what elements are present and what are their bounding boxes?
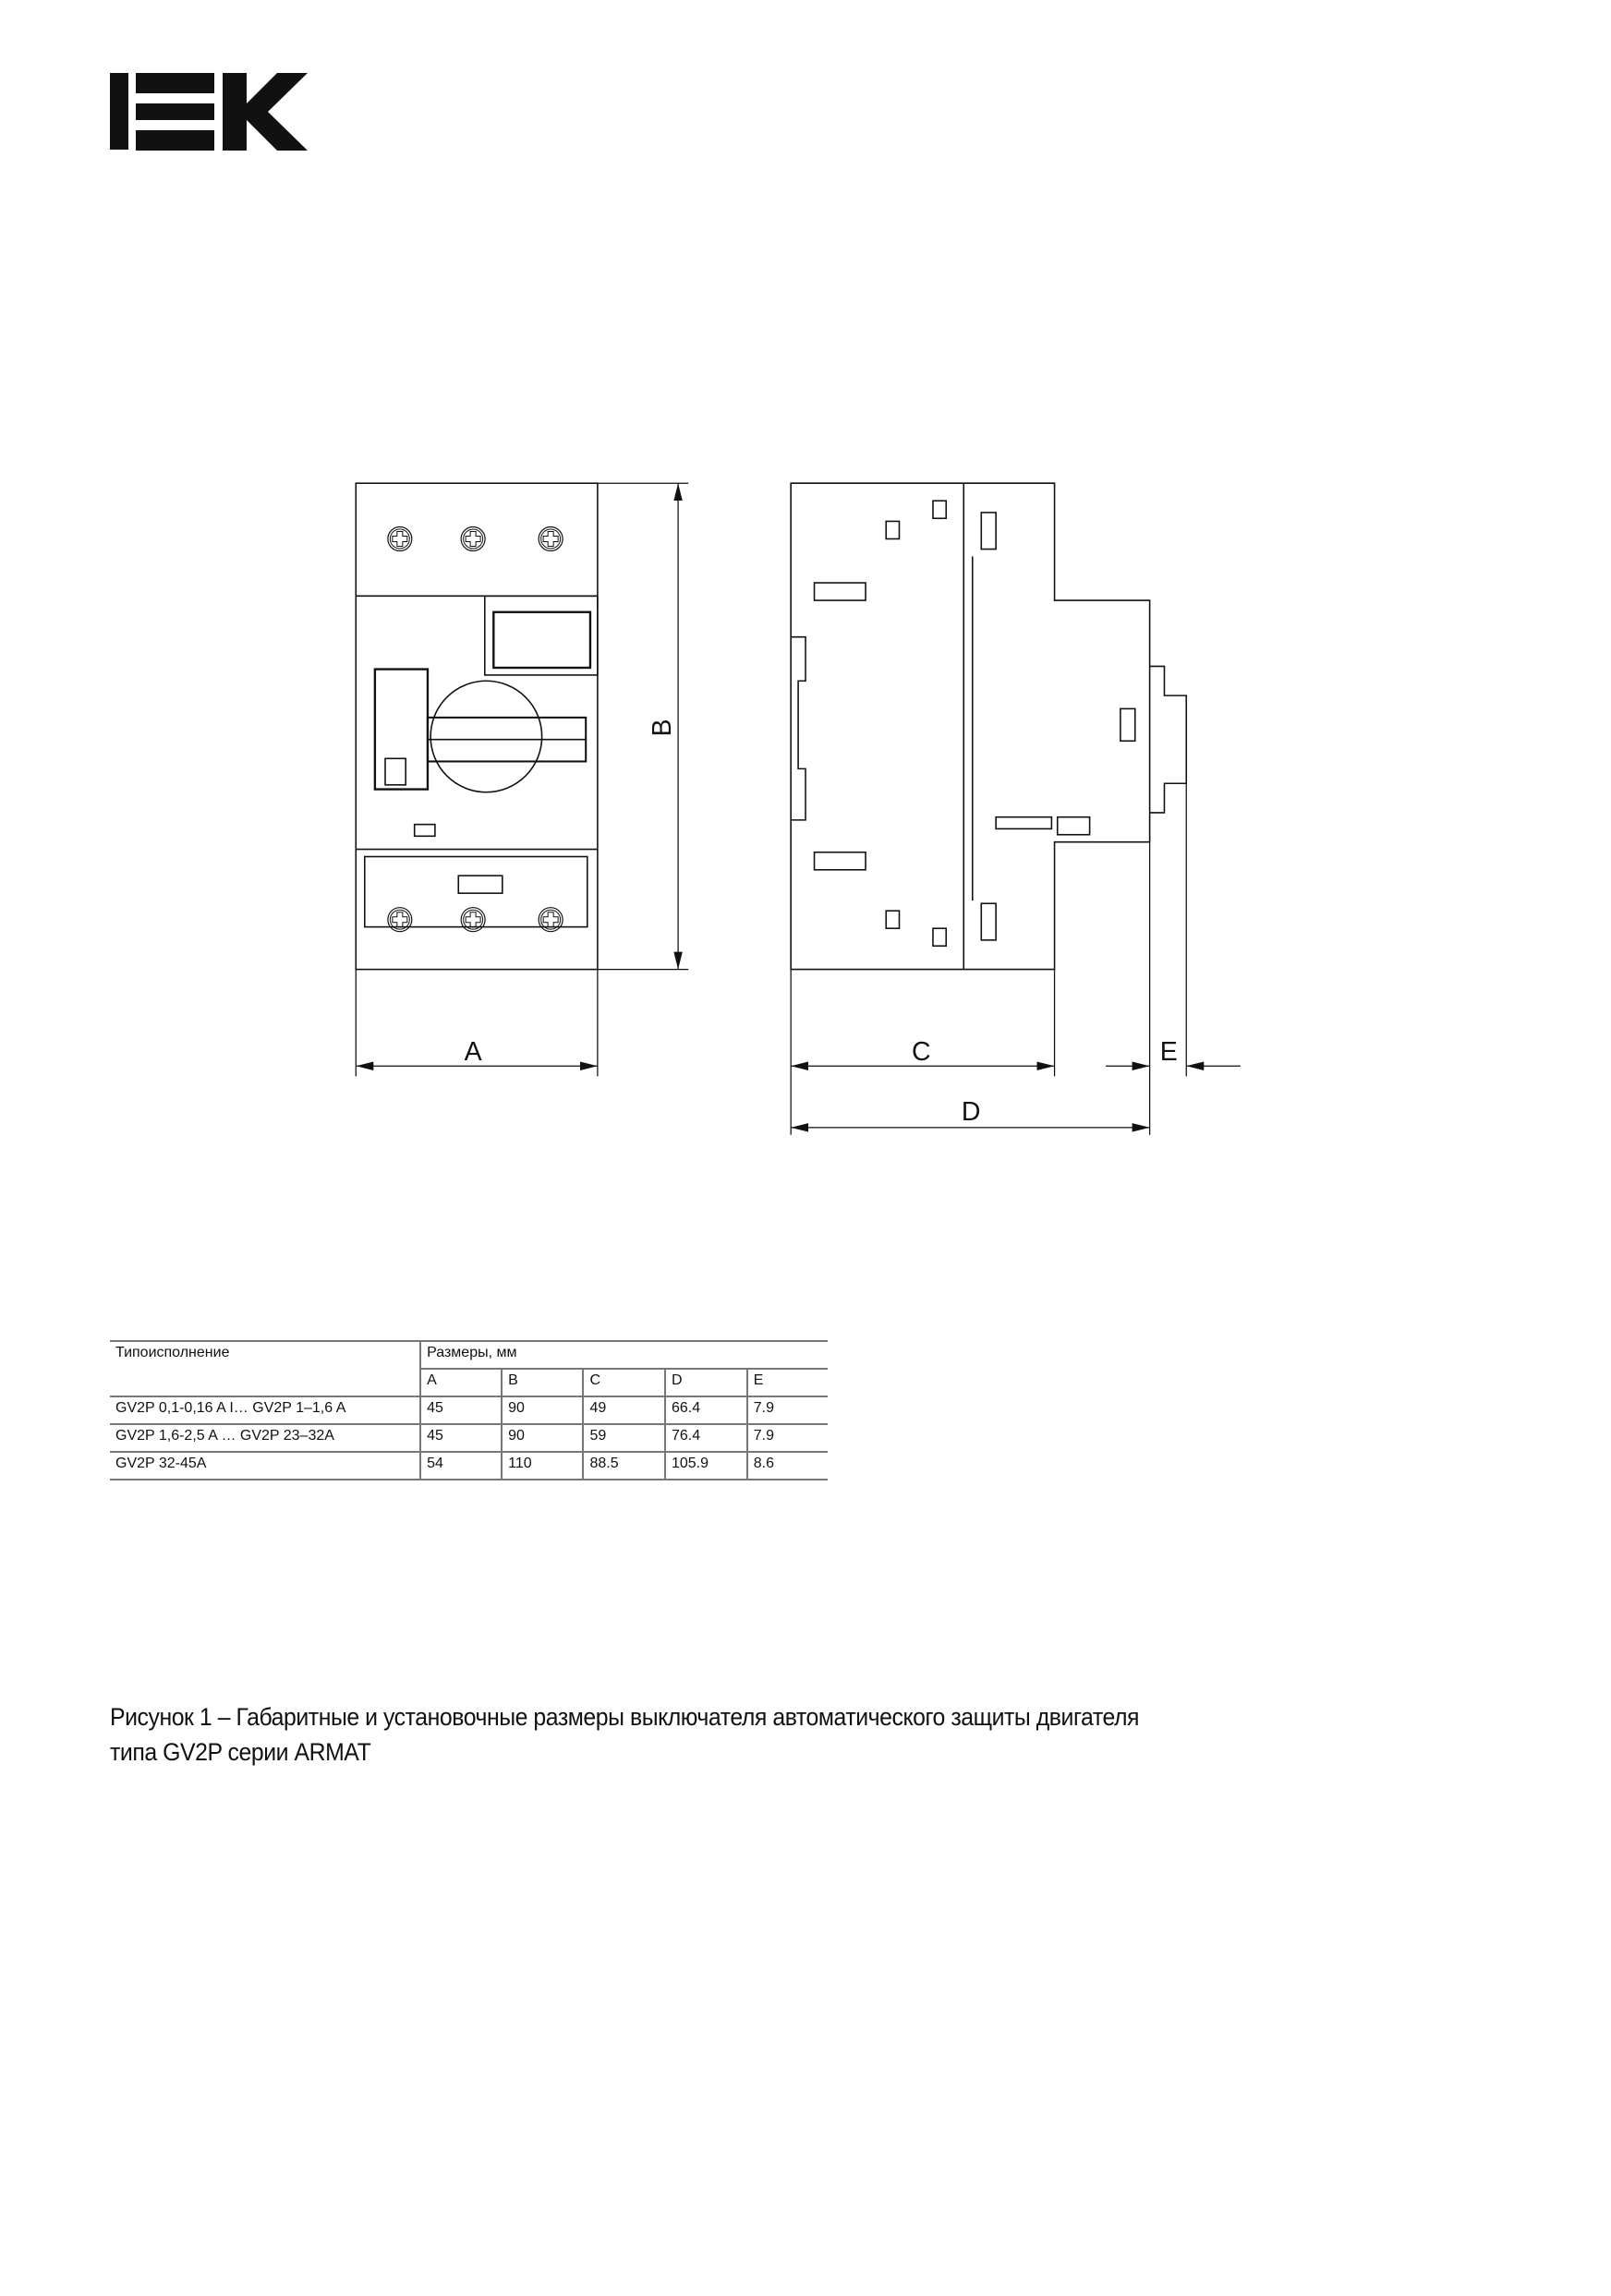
front-view [355, 482, 599, 971]
table-header-row: Типоисполнение Размеры, мм [110, 1340, 828, 1397]
value-cell: 49 [582, 1396, 665, 1425]
value-cell: 8.6 [745, 1452, 828, 1480]
dimension-label-e: E [1160, 1037, 1178, 1067]
iek-logo [110, 73, 308, 151]
value-cell: 45 [419, 1424, 503, 1453]
caption-line-2: типа GV2P серии ARMAT [110, 1738, 371, 1766]
column-header: A [419, 1369, 503, 1397]
value-cell: 76.4 [663, 1424, 747, 1453]
value-cell: 59 [582, 1424, 665, 1453]
table-row: GV2P 1,6-2,5 A … GV2P 23–32A 45 90 59 76… [110, 1424, 828, 1453]
value-cell: 54 [419, 1452, 503, 1480]
header-model: Типоисполнение [110, 1340, 421, 1397]
column-header: B [501, 1369, 584, 1397]
model-cell: GV2P 32-45A [110, 1452, 421, 1480]
header-dimensions: Размеры, мм [419, 1340, 828, 1370]
dimensions-table: Типоисполнение Размеры, мм A B C D E GV2… [110, 1340, 828, 1480]
table-row: GV2P 0,1-0,16 A I… GV2P 1–1,6 A 45 90 49… [110, 1396, 828, 1425]
column-header: D [663, 1369, 747, 1397]
value-cell: 90 [501, 1396, 584, 1425]
value-cell: 45 [419, 1396, 503, 1425]
side-view [790, 482, 1188, 971]
value-cell: 88.5 [582, 1452, 665, 1480]
value-cell: 90 [501, 1424, 584, 1453]
figure-caption: Рисунок 1 – Габаритные и установочные ра… [110, 1699, 1139, 1770]
value-cell: 105.9 [663, 1452, 747, 1480]
value-cell: 110 [501, 1452, 584, 1480]
value-cell: 7.9 [745, 1396, 828, 1425]
dimension-label-a: A [465, 1037, 482, 1067]
dimension-label-c: C [912, 1037, 931, 1067]
table-subheader-row: A B C D E [110, 1369, 828, 1397]
caption-line-1: Рисунок 1 – Габаритные и установочные ра… [110, 1703, 1140, 1731]
value-cell: 7.9 [745, 1424, 828, 1453]
table-row: GV2P 32-45A 54 110 88.5 105.9 8.6 [110, 1452, 828, 1480]
dimension-label-b: B [648, 719, 677, 736]
model-cell: GV2P 1,6-2,5 A … GV2P 23–32A [110, 1424, 421, 1453]
column-header: C [582, 1369, 665, 1397]
column-header: E [745, 1369, 828, 1397]
value-cell: 66.4 [663, 1396, 747, 1425]
model-cell: GV2P 0,1-0,16 A I… GV2P 1–1,6 A [110, 1396, 421, 1425]
dimension-label-d: D [962, 1097, 981, 1127]
dimension-lines [355, 482, 1241, 1135]
